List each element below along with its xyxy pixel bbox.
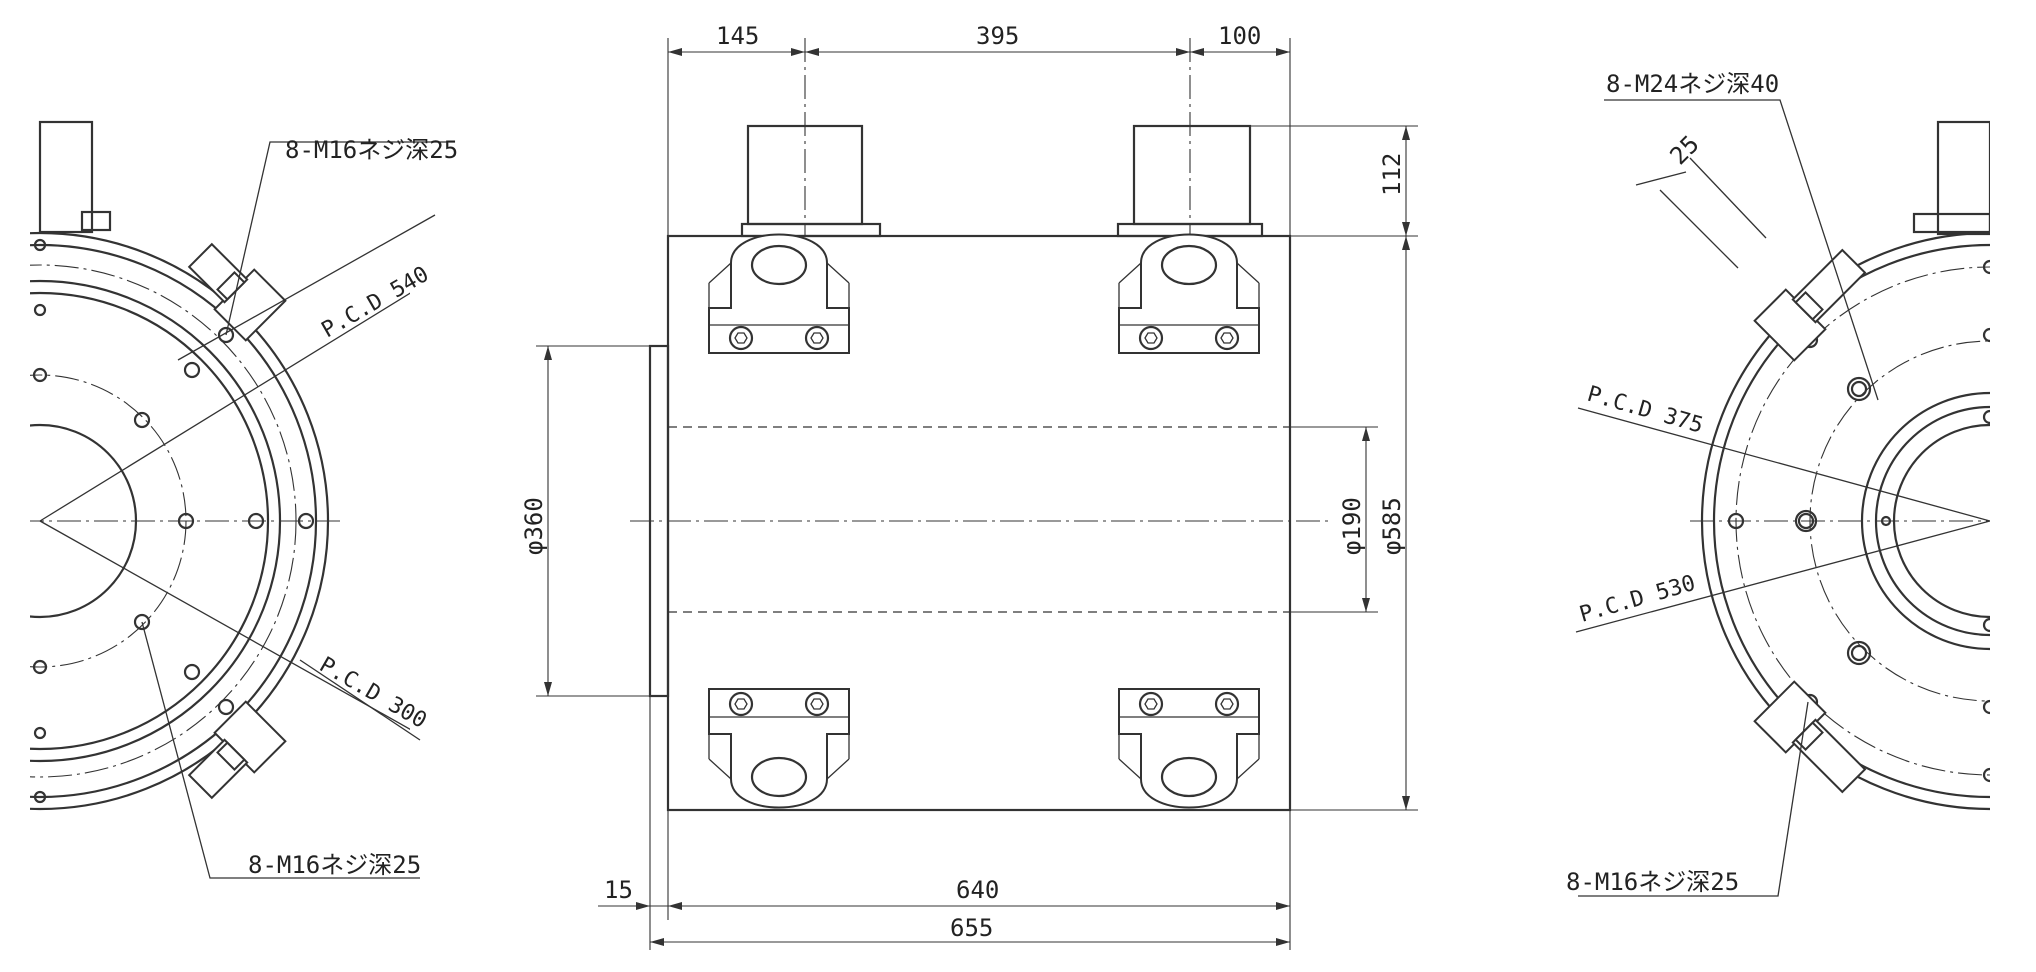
dim-100: 100 bbox=[1218, 22, 1261, 50]
right-dim-25: 25 bbox=[1664, 130, 1704, 170]
dim-phi-585: φ585 bbox=[1378, 497, 1406, 555]
dim-112: 112 bbox=[1378, 153, 1406, 196]
right-pcd-530-label: P.C.D 530 bbox=[1577, 571, 1698, 628]
dim-145: 145 bbox=[716, 22, 759, 50]
left-end-view: 8-M16ネジ深25 P.C.D 540 P.C.D 300 8-M16ネジ深2… bbox=[30, 120, 458, 879]
left-pcd-540-label: P.C.D 540 bbox=[318, 262, 434, 343]
left-note-top: 8-M16ネジ深25 bbox=[285, 136, 458, 164]
dim-395: 395 bbox=[976, 22, 1019, 50]
dim-640: 640 bbox=[956, 876, 999, 904]
dim-phi-190: φ190 bbox=[1338, 497, 1366, 555]
dim-15: 15 bbox=[604, 876, 633, 904]
dim-655: 655 bbox=[950, 914, 993, 942]
side-view: 145 395 100 112 φ190 φ585 φ360 15 640 65… bbox=[520, 22, 1418, 950]
right-note-bottom: 8-M16ネジ深25 bbox=[1566, 868, 1739, 896]
left-pcd-300-label: P.C.D 300 bbox=[315, 653, 431, 734]
left-note-bottom: 8-M16ネジ深25 bbox=[248, 851, 421, 879]
right-pcd-375-label: P.C.D 375 bbox=[1584, 382, 1705, 439]
right-end-view: 8-M24ネジ深40 25 P.C.D 375 P.C.D 530 8-M16ネ… bbox=[1566, 70, 1990, 897]
dim-phi-360: φ360 bbox=[520, 497, 548, 555]
right-note-top: 8-M24ネジ深40 bbox=[1606, 70, 1779, 98]
